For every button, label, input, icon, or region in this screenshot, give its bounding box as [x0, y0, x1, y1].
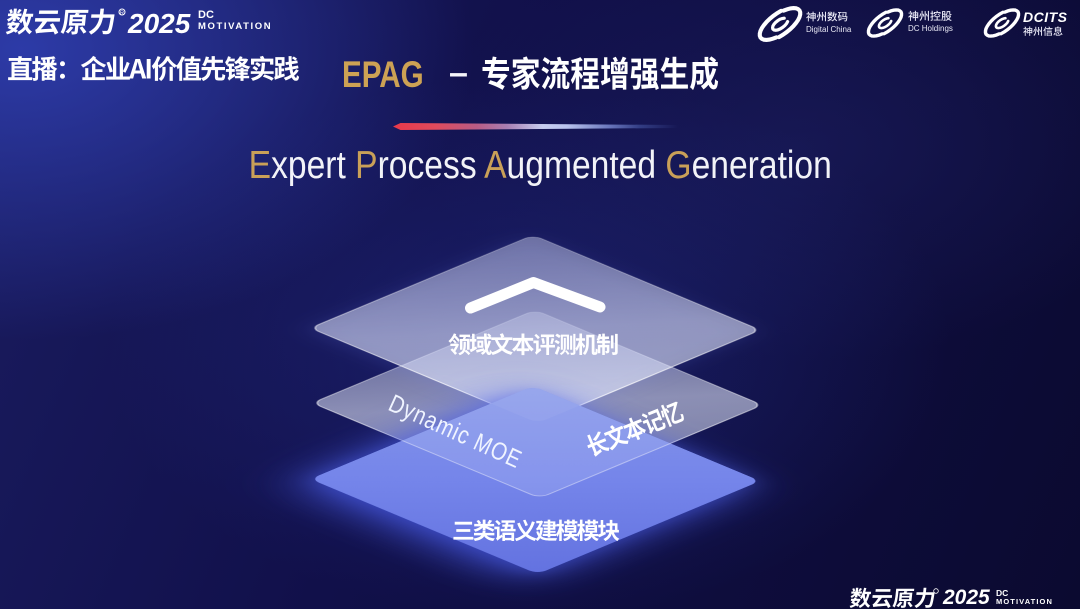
svg-text:R: R — [120, 10, 124, 16]
